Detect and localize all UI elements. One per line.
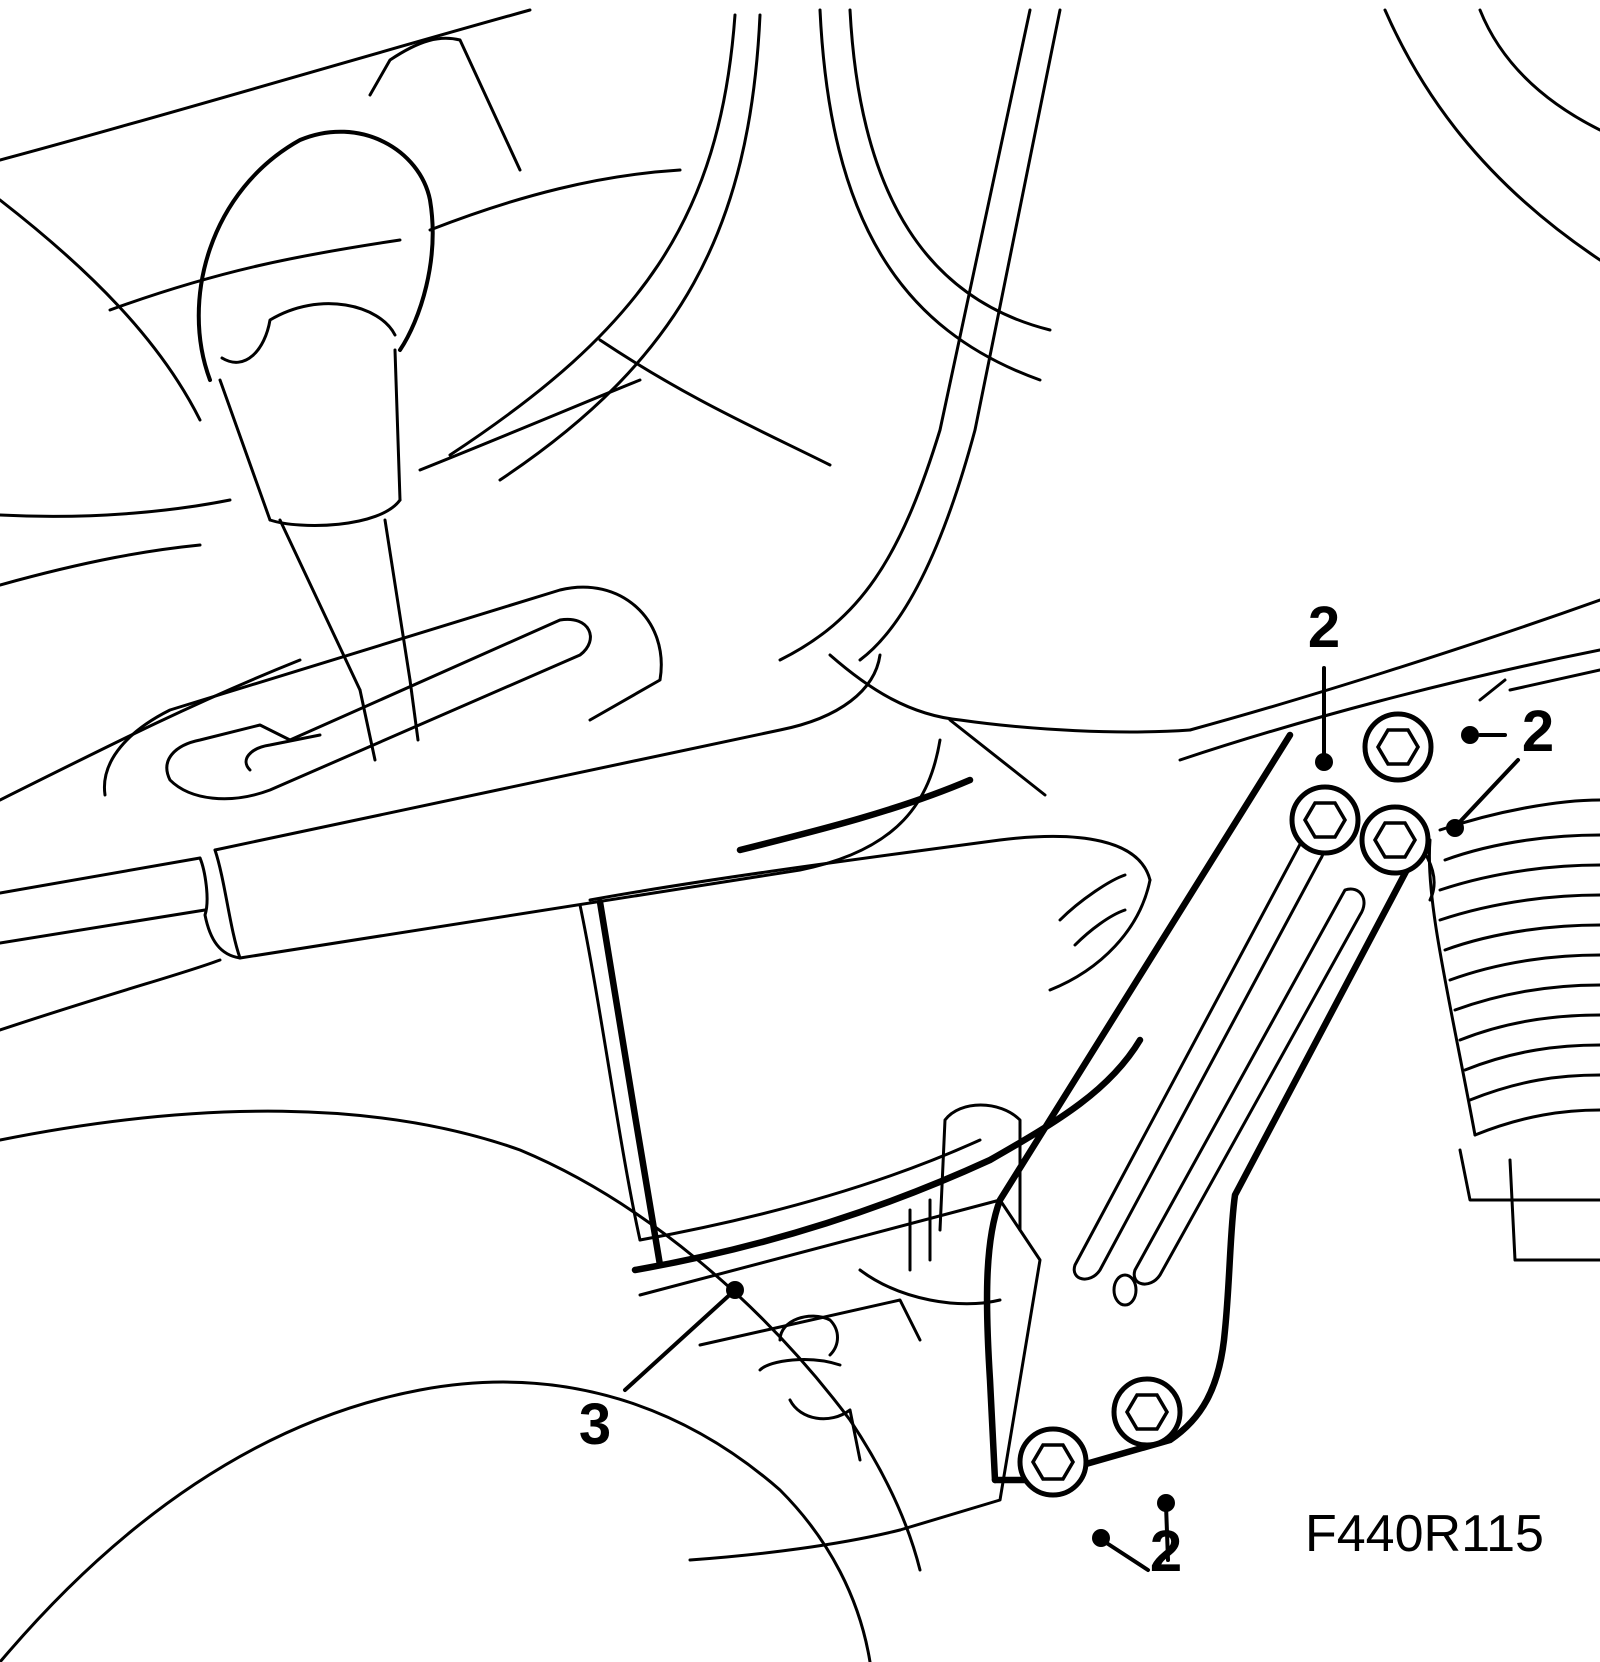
callout-label: 2 bbox=[1521, 699, 1555, 764]
bolt-lower-right bbox=[1111, 1376, 1183, 1448]
bolt-upper-top bbox=[1362, 711, 1434, 783]
bolts bbox=[1017, 711, 1434, 1498]
rubber-bellows bbox=[1427, 668, 1600, 1262]
bolt-upper-right bbox=[1359, 804, 1431, 876]
bolt-lower-left bbox=[1017, 1426, 1089, 1498]
gear-shift-lever bbox=[196, 129, 435, 762]
callout-label: 3 bbox=[578, 1392, 612, 1457]
trim-bar bbox=[0, 653, 942, 1032]
console-housing bbox=[578, 718, 1152, 1274]
leader-dot bbox=[1446, 819, 1464, 837]
trim-tubes bbox=[448, 8, 1600, 762]
seat-cushion bbox=[0, 1109, 922, 1662]
shifter-gate bbox=[102, 585, 663, 801]
leader-dot bbox=[1461, 726, 1479, 744]
leader-dot bbox=[1092, 1529, 1110, 1547]
lower-mechanism bbox=[638, 1103, 1042, 1562]
callout-label: 2 bbox=[1307, 595, 1341, 660]
bolt-upper-left bbox=[1289, 784, 1361, 856]
leader-dot bbox=[1157, 1494, 1175, 1512]
dashboard-lines bbox=[0, 8, 832, 802]
leader-dot bbox=[726, 1281, 744, 1299]
callout-label: 2 bbox=[1149, 1519, 1183, 1584]
leader-dot bbox=[1315, 753, 1333, 771]
callout-leaders bbox=[623, 666, 1520, 1572]
figure-code: F440R115 bbox=[1305, 1505, 1544, 1563]
